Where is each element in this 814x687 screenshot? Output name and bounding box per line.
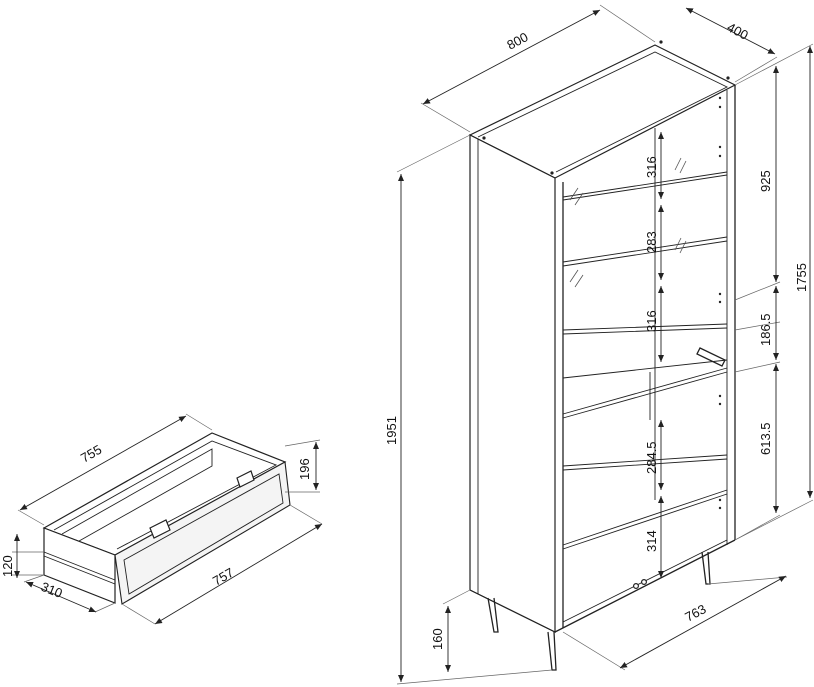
leg-front-left [487, 597, 499, 633]
dim-label-lower: 613.5 [758, 422, 773, 455]
shelf-6 [562, 489, 728, 550]
dim-label-shelf2: 283 [644, 231, 659, 253]
shelf-5 [562, 454, 728, 471]
dim-label-shelf1: 316 [644, 156, 659, 178]
cabinet-bottom-side [469, 589, 556, 633]
cabinet-top-dot [550, 171, 554, 175]
dim-400-line [685, 7, 776, 55]
dim-label-side: 1755 [794, 263, 809, 292]
dim-label-shelf3: 316 [644, 310, 659, 332]
cabinet-left-side [469, 134, 556, 633]
leg-back-right [701, 551, 711, 585]
dim-label-drawer-height: 196 [297, 458, 312, 480]
shelf-1 [562, 171, 728, 201]
dim-label-shelf5: 314 [644, 530, 659, 552]
drawer-runner [43, 551, 116, 585]
cabinet-top-dot [659, 40, 663, 44]
drawer-handle-icon [236, 470, 255, 488]
shelf-3 [562, 323, 728, 335]
dim-label-upper: 925 [758, 170, 773, 192]
dim-label-middle: 186.5 [758, 313, 773, 346]
shelf-2 [562, 236, 728, 267]
dim-label-shelf4: 284.5 [644, 441, 659, 474]
leg-front-right [547, 631, 557, 671]
dim-label-leg: 160 [430, 628, 445, 650]
hinge-icon [696, 347, 726, 367]
dim-label-drawer-front: 757 [210, 565, 236, 589]
dim-800-line [422, 9, 601, 105]
drawer-front-inset [123, 473, 284, 595]
middle-panel-top [562, 359, 728, 379]
rear-dots [718, 96, 722, 510]
cabinet [468, 40, 737, 671]
dim-label-drawer-side: 120 [0, 555, 15, 577]
cabinet-top-dot [482, 136, 486, 140]
shelves [562, 128, 728, 550]
dim-label-height: 1951 [384, 416, 399, 445]
dim-label-drawer-length: 755 [78, 442, 104, 466]
shelf-4 [562, 367, 728, 419]
dim-755-line [19, 415, 187, 511]
dim-310-line [25, 581, 97, 613]
dim-757-line [154, 523, 323, 625]
glass-marks [569, 157, 687, 288]
cabinet-top-dot [726, 76, 730, 80]
cabinet-dimensions: 800 400 1951 160 763 1755 925 186.5 613.… [384, 4, 814, 685]
dim-763-line [619, 575, 787, 669]
